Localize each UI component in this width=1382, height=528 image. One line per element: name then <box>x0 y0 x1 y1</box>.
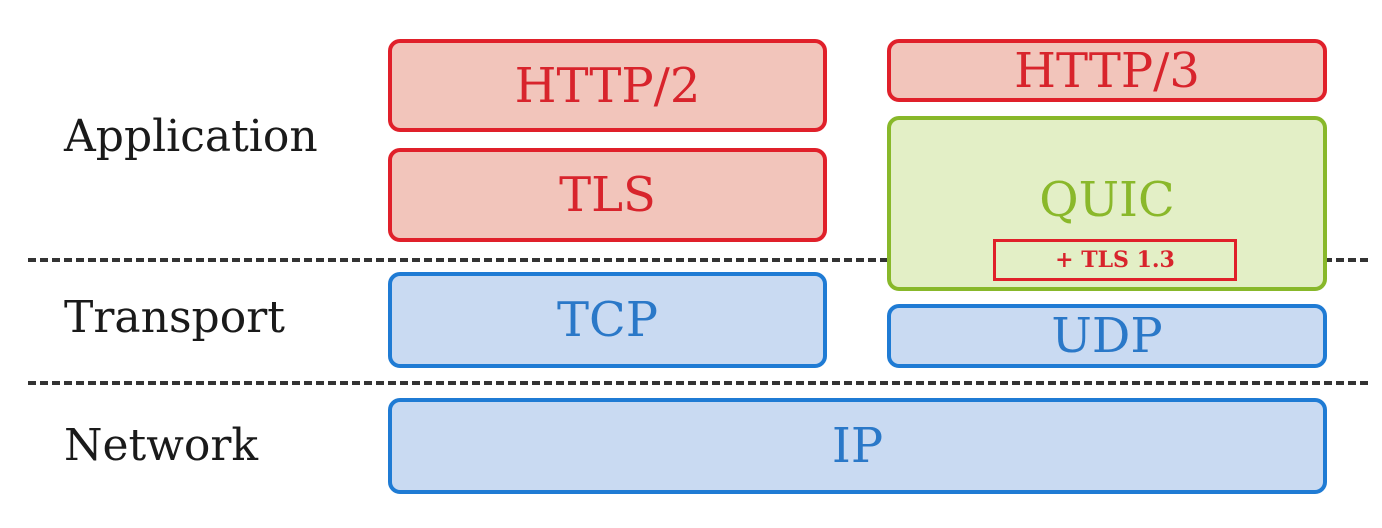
quic-tls13-tag: + TLS 1.3 <box>993 239 1237 281</box>
http3-box: HTTP/3 <box>887 39 1327 102</box>
quic-box: QUIC <box>887 116 1327 291</box>
http2-box: HTTP/2 <box>388 39 827 132</box>
udp-box: UDP <box>887 304 1327 368</box>
tls-box: TLS <box>388 148 827 242</box>
layer-label-application: Application <box>64 111 318 162</box>
layer-label-network: Network <box>64 420 259 471</box>
transport-network-divider <box>28 381 1368 385</box>
application-transport-divider <box>28 258 1368 262</box>
ip-box: IP <box>388 398 1327 494</box>
layer-label-transport: Transport <box>64 292 285 343</box>
tcp-box: TCP <box>388 272 827 368</box>
